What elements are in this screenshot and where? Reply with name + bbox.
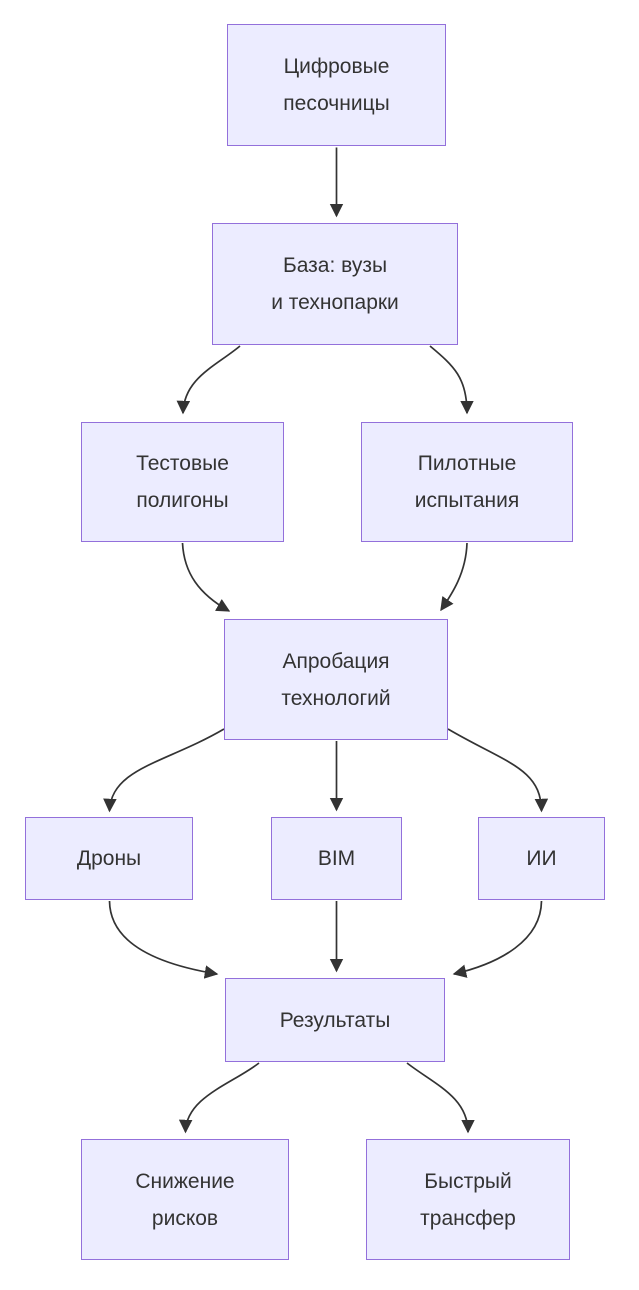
node-label-line: BIM	[317, 847, 356, 870]
edge-drones-to-results	[108, 900, 219, 979]
node-fast-transfer: Быстрый трансфер	[366, 1139, 570, 1260]
node-drones: Дроны	[25, 817, 193, 900]
node-bim: BIM	[271, 817, 402, 900]
node-ai: ИИ	[478, 817, 605, 900]
node-label-line: трансфер	[420, 1206, 516, 1230]
node-label-line: полигоны	[136, 489, 229, 512]
node-test-sites: Тестовые полигоны	[81, 422, 284, 542]
node-label-line: песочницы	[283, 92, 390, 115]
node-label-line: Апробация	[282, 649, 390, 673]
node-label-line: Цифровые	[283, 55, 390, 78]
node-label-line: Тестовые	[136, 452, 229, 475]
edge-base-to-test-sites	[176, 345, 241, 415]
node-label-line: Результаты	[279, 1008, 391, 1032]
node-technology-approbation: Апробация технологий	[224, 619, 448, 740]
node-label-line: технологий	[281, 686, 391, 710]
node-label-line: База: вузы	[282, 254, 388, 277]
edge-results-to-risk-reduction	[178, 1062, 260, 1134]
edge-approbation-to-drones	[103, 728, 225, 813]
node-digital-sandboxes: Цифровые песочницы	[227, 24, 446, 146]
node-label-line: ИИ	[526, 847, 557, 870]
node-risk-reduction: Снижение рисков	[81, 1139, 289, 1260]
edge-approbation-to-ai	[447, 728, 549, 813]
edge-pilot-tests-to-approbation	[440, 542, 468, 612]
node-label-line: Быстрый	[424, 1169, 512, 1193]
node-base-universities-technoparks: База: вузы и технопарки	[212, 223, 458, 345]
edge-base-to-pilot-tests	[429, 345, 474, 415]
node-pilot-tests: Пилотные испытания	[361, 422, 573, 542]
node-label-line: Снижение	[135, 1169, 235, 1193]
node-label-line: рисков	[151, 1206, 219, 1230]
edge-test-sites-to-approbation	[181, 542, 231, 612]
edge-ai-to-results	[452, 900, 543, 978]
edge-results-to-fast-transfer	[406, 1062, 475, 1134]
node-label-line: и технопарки	[271, 291, 399, 314]
node-label-line: Дроны	[76, 847, 142, 870]
node-label-line: испытания	[414, 489, 520, 512]
node-label-line: Пилотные	[417, 452, 517, 475]
node-results: Результаты	[225, 978, 445, 1062]
